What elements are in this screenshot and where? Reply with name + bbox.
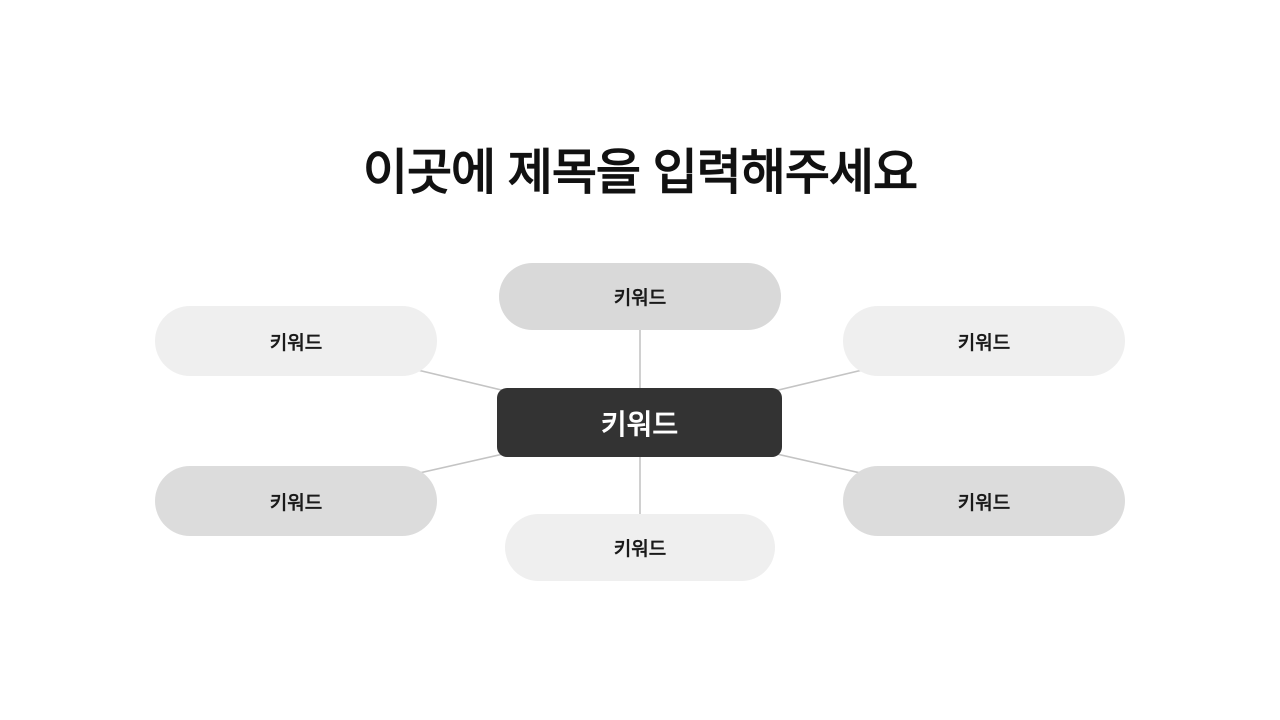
keyword-node-lower-right[interactable]: 키워드 xyxy=(843,466,1125,536)
keyword-node-upper-left[interactable]: 키워드 xyxy=(155,306,437,376)
keyword-node-top[interactable]: 키워드 xyxy=(499,263,781,330)
page-title[interactable]: 이곳에 제목을 입력해주세요 xyxy=(362,146,918,200)
keyword-node-bottom[interactable]: 키워드 xyxy=(505,514,775,581)
keyword-node-upper-right[interactable]: 키워드 xyxy=(843,306,1125,376)
keyword-node-lower-left[interactable]: 키워드 xyxy=(155,466,437,536)
keyword-node-center[interactable]: 키워드 xyxy=(497,388,782,457)
